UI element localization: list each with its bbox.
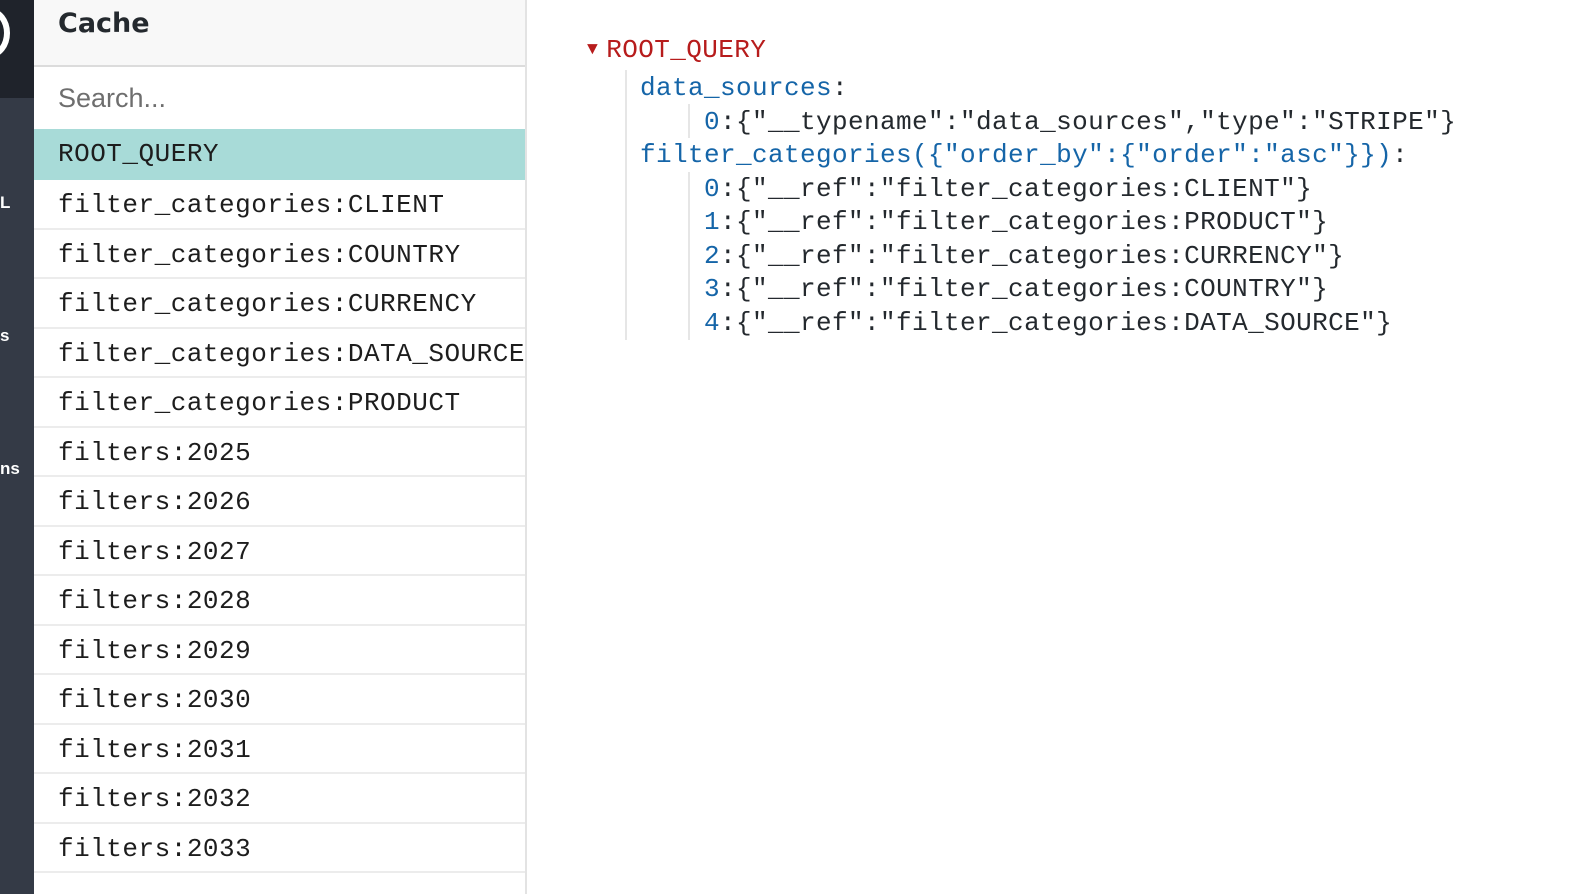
cache-key-item[interactable]: filter_categories:PRODUCT — [34, 378, 525, 428]
field-item-row: 1:{"__ref":"filter_categories:PRODUCT"} — [704, 205, 1328, 239]
item-value: :{"__typename":"data_sources","type":"ST… — [720, 107, 1457, 137]
field-item-row: 3:{"__ref":"filter_categories:COUNTRY"} — [704, 272, 1328, 306]
nav-item-mutations[interactable]: ns — [0, 459, 20, 478]
cache-title: Cache — [58, 8, 150, 39]
tree-guide-line — [688, 104, 690, 138]
tree-root-node[interactable]: ▼ ROOT_QUERY — [587, 33, 766, 67]
item-value: :{"__ref":"filter_categories:COUNTRY"} — [720, 274, 1329, 304]
item-value: :{"__ref":"filter_categories:CLIENT"} — [720, 174, 1313, 204]
field-name: data_sources — [640, 73, 833, 103]
cache-key-list: ROOT_QUERY filter_categories:CLIENT filt… — [34, 129, 525, 873]
field-name: filter_categories({"order_by":{"order":"… — [640, 140, 1393, 170]
cache-key-item[interactable]: filter_categories:COUNTRY — [34, 230, 525, 279]
field-filter-categories[interactable]: filter_categories({"order_by":{"order":"… — [640, 138, 1408, 172]
collapse-caret-icon[interactable]: ▼ — [587, 40, 599, 60]
field-item-row: 2:{"__ref":"filter_categories:CURRENCY"} — [704, 239, 1344, 273]
item-index: 0 — [704, 107, 721, 137]
item-value: :{"__ref":"filter_categories:CURRENCY"} — [720, 241, 1345, 271]
item-index: 1 — [704, 207, 721, 237]
nav-logo-area — [0, 0, 34, 98]
cache-key-item[interactable]: filters:2028 — [34, 576, 525, 626]
field-colon: : — [1392, 140, 1409, 170]
item-index: 4 — [704, 308, 721, 338]
cache-key-item[interactable]: filters:2029 — [34, 626, 525, 675]
cache-object-inspector: ▼ROOT_QUERY data_sources: 0:{"__typename… — [527, 0, 1590, 894]
field-data-sources[interactable]: data_sources: — [640, 71, 848, 105]
cache-key-item[interactable]: filter_categories:CURRENCY — [34, 279, 525, 329]
item-value: :{"__ref":"filter_categories:DATA_SOURCE… — [720, 308, 1393, 338]
tree-guide-line — [688, 172, 690, 340]
cache-key-item[interactable]: filters:2030 — [34, 675, 525, 725]
devtools-nav-strip: L s ns — [0, 0, 34, 894]
cache-key-item[interactable]: filters:2025 — [34, 428, 525, 477]
field-item-row: 0:{"__typename":"data_sources","type":"S… — [704, 105, 1456, 139]
cache-key-item[interactable]: filters:2027 — [34, 527, 525, 576]
apollo-logo-icon — [0, 8, 10, 58]
cache-key-item[interactable]: filters:2031 — [34, 725, 525, 774]
root-query-label: ROOT_QUERY — [606, 35, 767, 65]
cache-sidebar: Cache ROOT_QUERY filter_categories:CLIEN… — [34, 0, 527, 894]
cache-key-item[interactable]: filters:2032 — [34, 774, 525, 824]
field-item-row: 4:{"__ref":"filter_categories:DATA_SOURC… — [704, 306, 1392, 340]
cache-search-input[interactable] — [34, 67, 525, 129]
cache-key-item[interactable]: filters:2033 — [34, 824, 525, 873]
field-colon: : — [832, 73, 849, 103]
item-index: 0 — [704, 174, 721, 204]
cache-header: Cache — [34, 0, 525, 67]
tree-guide-line — [625, 70, 627, 340]
item-index: 3 — [704, 274, 721, 304]
cache-key-root-query[interactable]: ROOT_QUERY — [34, 129, 525, 180]
item-index: 2 — [704, 241, 721, 271]
cache-key-item[interactable]: filter_categories:CLIENT — [34, 180, 525, 230]
nav-item-queries[interactable]: s — [0, 326, 10, 345]
nav-item-graphql[interactable]: L — [0, 193, 11, 212]
item-value: :{"__ref":"filter_categories:PRODUCT"} — [720, 207, 1329, 237]
cache-key-item[interactable]: filter_categories:DATA_SOURCE — [34, 329, 525, 378]
cache-key-item[interactable]: filters:2026 — [34, 477, 525, 527]
field-item-row: 0:{"__ref":"filter_categories:CLIENT"} — [704, 172, 1312, 206]
